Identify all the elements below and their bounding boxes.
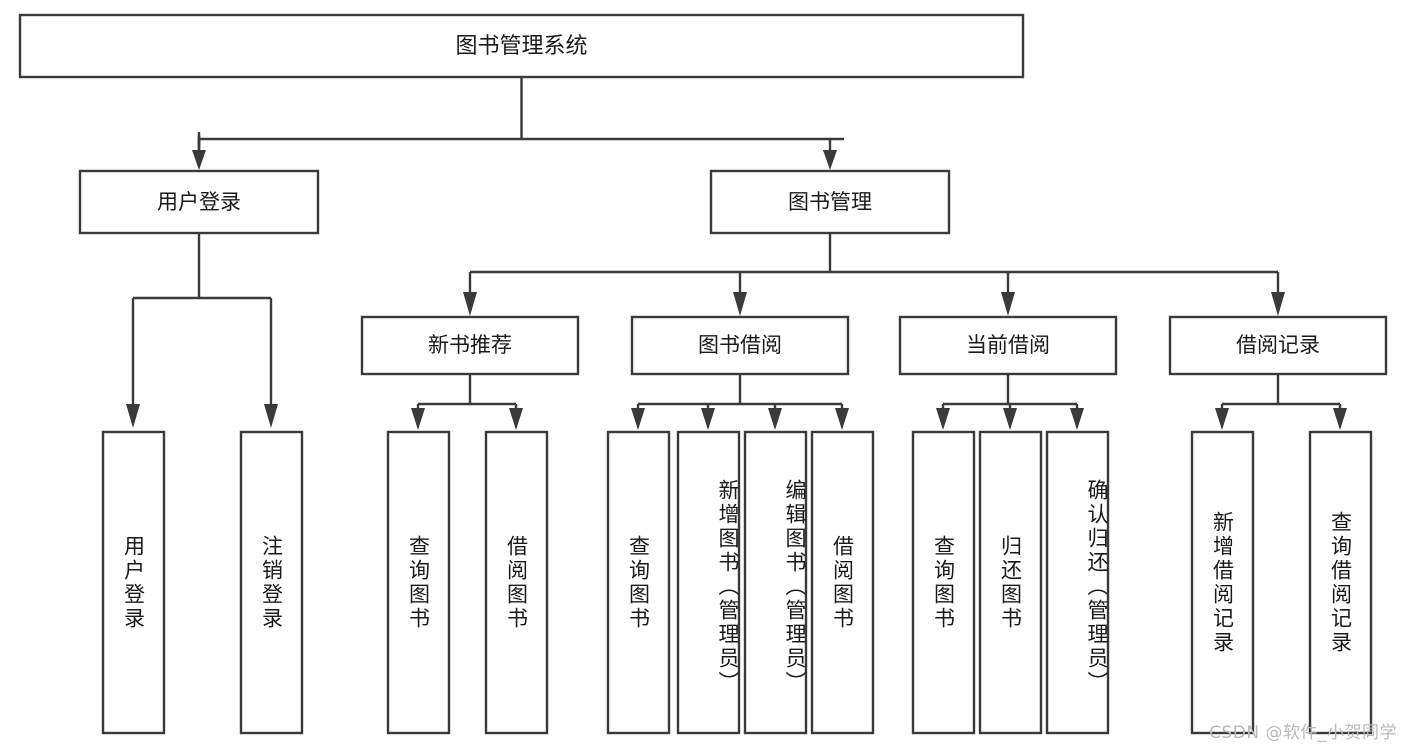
node-borrow-record-box[interactable] <box>1168 315 1388 376</box>
arrow-head-bookborrow-leaf-3 <box>768 408 782 430</box>
connector-layer <box>126 78 1347 430</box>
node-book-borrow-label: 图书借阅 <box>698 333 782 357</box>
leaf-box-newbook-query[interactable] <box>386 430 451 735</box>
node-user-login-box[interactable] <box>78 169 320 235</box>
arrow-head-borrowrecord-leaf-1 <box>1215 408 1229 430</box>
arrow-head-user-login <box>192 150 206 170</box>
arrow-head-book-borrow <box>733 292 747 316</box>
leaf-box-borrow-query[interactable] <box>606 430 671 735</box>
leaf-box-user-login[interactable] <box>101 430 166 735</box>
csdn-watermark: CSDN @软件_小贺同学 <box>1209 723 1397 743</box>
node-book-borrow-box[interactable] <box>630 315 850 376</box>
node-user-login-label: 用户登录 <box>157 190 241 214</box>
leaf-box-borrow-lend[interactable] <box>810 430 875 735</box>
node-current-borrow-label: 当前借阅 <box>966 333 1050 357</box>
arrow-head-currentborrow-leaf-1 <box>936 408 950 430</box>
arrow-head-currentborrow-leaf-3 <box>1070 408 1084 430</box>
leaf-box-newbook-borrow[interactable] <box>484 430 549 735</box>
node-current-borrow-box[interactable] <box>898 315 1118 376</box>
arrow-head-bookborrow-leaf-1 <box>631 408 645 430</box>
arrow-head-leaf-user-login <box>126 404 140 428</box>
node-new-book-box[interactable] <box>360 315 580 376</box>
arrow-head-currentborrow-leaf-2 <box>1003 408 1017 430</box>
leaf-box-record-query[interactable] <box>1308 430 1373 735</box>
arrow-head-bookborrow-leaf-4 <box>835 408 849 430</box>
arrow-head-new-book <box>463 292 477 316</box>
arrow-head-newbook-leaf-1 <box>411 408 425 430</box>
node-root-box[interactable] <box>18 13 1025 79</box>
node-layer: 图书管理系统 用户登录 图书管理 新书推荐 图书借阅 当前借阅 借阅记录 <box>18 13 1388 735</box>
leaf-box-current-return[interactable] <box>978 430 1043 735</box>
arrow-head-book-mgmt <box>823 150 837 170</box>
leaf-box-borrow-add[interactable] <box>676 430 741 735</box>
leaf-box-current-query[interactable] <box>911 430 976 735</box>
leaf-box-logout[interactable] <box>239 430 304 735</box>
arrow-head-bookborrow-leaf-2 <box>701 408 715 430</box>
arrow-head-leaf-logout <box>264 404 278 428</box>
leaf-box-record-add[interactable] <box>1190 430 1255 735</box>
leaf-box-current-confirm[interactable] <box>1045 430 1110 735</box>
node-root-label: 图书管理系统 <box>455 34 587 59</box>
arrow-head-newbook-leaf-2 <box>509 408 523 430</box>
node-borrow-record-label: 借阅记录 <box>1236 333 1320 357</box>
node-book-management-label: 图书管理 <box>788 190 872 214</box>
arrow-head-borrowrecord-leaf-2 <box>1333 408 1347 430</box>
arrow-head-borrow-record <box>1271 292 1285 316</box>
leaf-box-borrow-edit[interactable] <box>743 430 808 735</box>
node-book-management-box[interactable] <box>709 169 951 235</box>
arrow-head-current-borrow <box>1001 292 1015 316</box>
node-new-book-label: 新书推荐 <box>428 333 512 357</box>
